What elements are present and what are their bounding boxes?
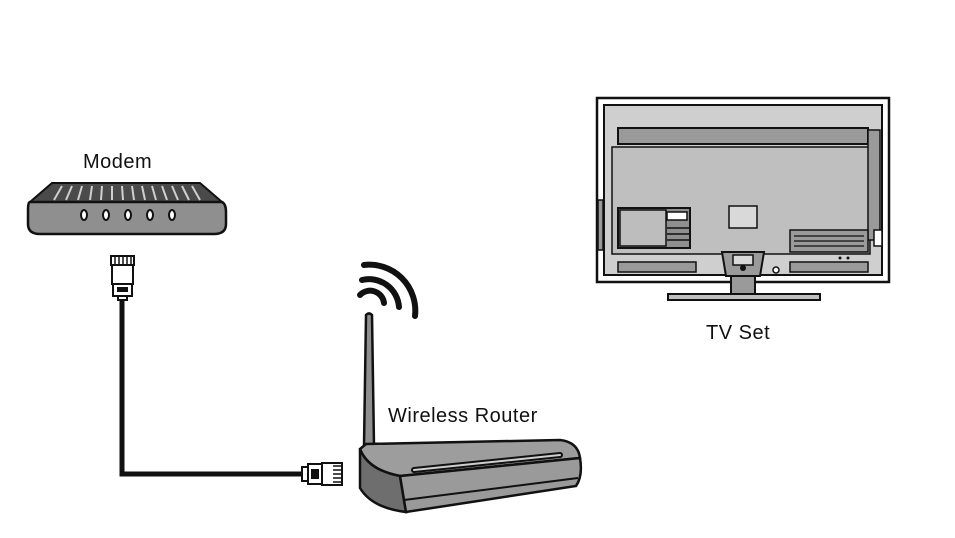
tv-back-icon xyxy=(595,96,891,301)
tv-set-label: TV Set xyxy=(706,322,771,344)
wireless-router-label: Wireless Router xyxy=(388,405,538,427)
router-icon xyxy=(358,312,583,514)
wifi-signal-icon xyxy=(357,261,419,319)
ethernet-cable-icon xyxy=(110,255,343,486)
modem-label: Modem xyxy=(83,151,153,173)
modem-icon xyxy=(26,182,228,236)
